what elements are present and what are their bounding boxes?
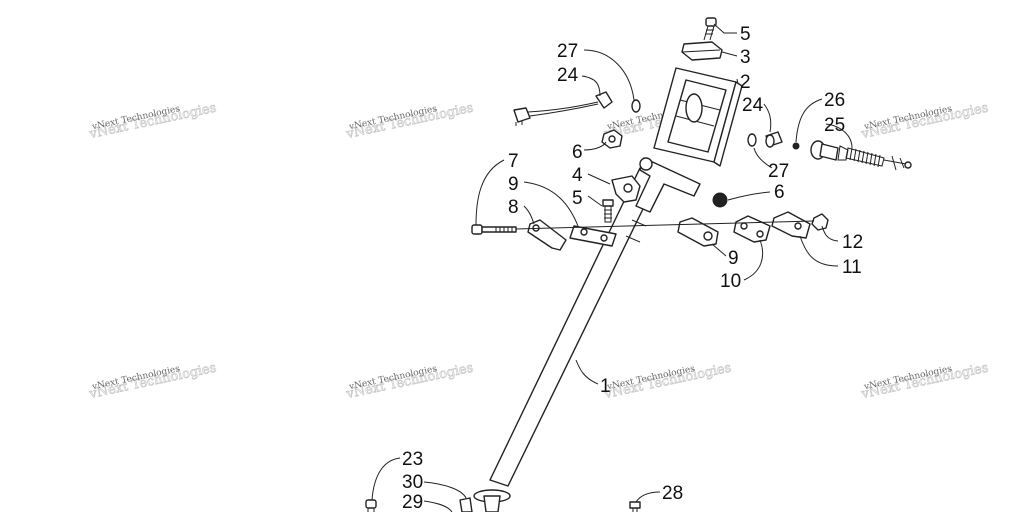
arm-right: [677, 217, 719, 247]
callout-25: 25: [824, 115, 845, 136]
watermark: vNext Technologies vNext Technologies: [602, 360, 733, 402]
callout-10: 10: [720, 271, 741, 292]
callout-30: 30: [402, 472, 423, 493]
bolt-middle: [602, 199, 614, 223]
long-bolt: [471, 224, 517, 235]
screw-28: [629, 501, 641, 512]
callout-24-left: 24: [557, 65, 579, 86]
link-arm: [527, 219, 567, 251]
callout-5-middle: 5: [572, 188, 583, 209]
callout-7: 7: [508, 151, 519, 172]
lower-bolt: [365, 499, 377, 512]
steering-post: [473, 157, 701, 512]
parts: [365, 17, 912, 512]
axis-line: [515, 220, 815, 230]
watermark: vNext Technologies vNext Technologies: [344, 360, 475, 402]
callout-27-right: 27: [768, 161, 789, 182]
cap-screw-top: [703, 17, 717, 41]
lower-fitting: [459, 497, 473, 512]
watermark: vNext Technologies vNext Technologies: [87, 360, 218, 402]
callout-3: 3: [740, 47, 751, 68]
callout-8: 8: [508, 197, 519, 218]
callout-11: 11: [842, 257, 862, 278]
callout-6-right: 6: [774, 182, 785, 203]
clamp-cap: [681, 41, 723, 61]
watermark: vNext Technologies vNext Technologies: [859, 100, 990, 142]
tie-rod-end-right: [771, 211, 811, 239]
watermark: vNext Technologies vNext Technologies: [87, 100, 218, 142]
watermark: vNext Technologies vNext Technologies: [344, 100, 475, 142]
callout-24-right: 24: [742, 95, 764, 116]
end-cap: [712, 192, 728, 208]
o-ring-left: [631, 99, 641, 113]
callout-23: 23: [402, 449, 423, 470]
o-ring-right: [747, 133, 757, 147]
tie-rod-end-left: [569, 225, 617, 247]
plate: [733, 215, 771, 243]
watermark: vNext Technologies vNext Technologies: [859, 360, 990, 402]
callout-4: 4: [572, 165, 583, 186]
callout-1: 1: [600, 376, 611, 397]
callout-26: 26: [824, 90, 845, 111]
callout-9-left: 9: [508, 174, 519, 195]
callout-2: 2: [740, 72, 751, 93]
bushing-right: [765, 131, 783, 148]
riser-bracket: [653, 67, 743, 167]
callout-29: 29: [402, 492, 423, 512]
callout-12: 12: [842, 232, 863, 253]
callout-27-left: 27: [557, 41, 578, 62]
callout-6-upper: 6: [572, 142, 583, 163]
nut-right: [811, 213, 829, 231]
switch-housing: [513, 91, 613, 126]
callout-5-top: 5: [740, 24, 751, 45]
clamp-bracket: [611, 175, 641, 203]
callouts: 1 2 3 4 5 5 6 6 7 8 9 9 10 11 12 23 24 2…: [402, 24, 863, 512]
leader-lines: [371, 23, 853, 512]
nut-upper: [601, 129, 623, 149]
throttle-spring: [810, 140, 912, 171]
callout-28: 28: [662, 483, 683, 504]
callout-9-right: 9: [728, 248, 739, 269]
washer: [792, 142, 800, 150]
